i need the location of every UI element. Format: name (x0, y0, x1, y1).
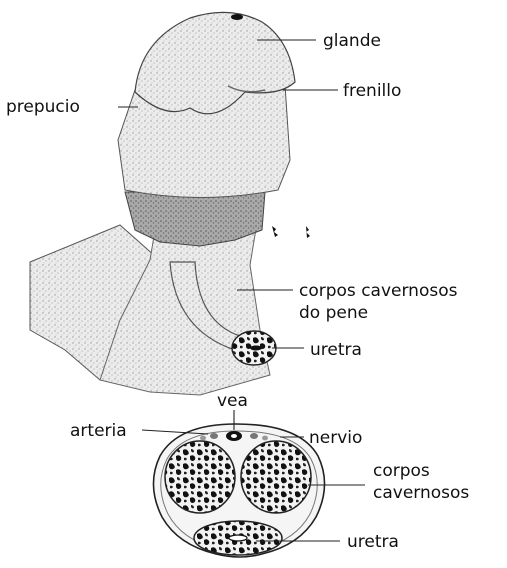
cross-section (153, 424, 324, 557)
label-nervio: nervio (309, 428, 362, 448)
nerve-left (200, 436, 206, 441)
corpus-cavernosum-right (241, 441, 311, 513)
label-uretra-lower: uretra (347, 532, 399, 552)
artery-left (210, 433, 218, 439)
label-frenillo: frenillo (343, 81, 401, 101)
label-arteria: arteria (70, 421, 127, 441)
vessel-marks (272, 226, 310, 238)
label-uretra-upper: uretra (310, 340, 362, 360)
nerve-right (262, 436, 268, 441)
urethra-lumen (250, 346, 262, 351)
dorsal-vein-lumen (231, 434, 237, 438)
label-vea: vea (217, 391, 248, 411)
upper-figure (30, 12, 310, 395)
label-corpos-upper-1: corpos cavernosos (299, 281, 458, 301)
meatus (231, 14, 243, 20)
label-prepucio: prepucio (6, 97, 80, 117)
urethra-lumen-section (229, 535, 247, 541)
corpus-cavernosum-left (165, 441, 235, 513)
label-corpos-lower-1: corpos (373, 461, 430, 481)
label-corpos-lower-2: cavernosos (373, 483, 469, 503)
label-glande: glande (323, 31, 381, 51)
artery-right (250, 433, 258, 439)
label-corpos-upper-2: do pene (299, 303, 368, 323)
